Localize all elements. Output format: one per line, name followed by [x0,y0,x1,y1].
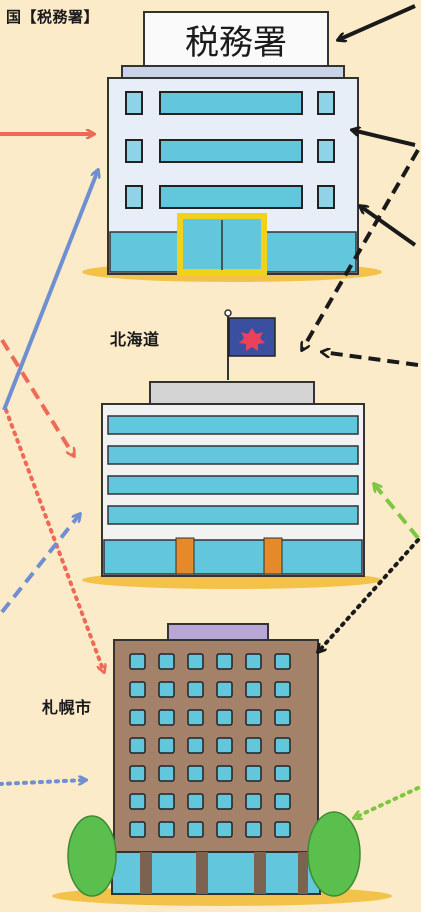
brick-window [187,793,204,810]
hokkaido-label: 北海道 [110,330,160,349]
tree-left [67,815,117,897]
brick-window [158,765,175,782]
brick-window [158,653,175,670]
sapporo-office-windows [129,653,291,838]
brick-window [129,821,146,838]
brick-window [129,653,146,670]
brick-window [216,681,233,698]
brick-window [187,709,204,726]
brick-window [216,821,233,838]
brick-window [216,793,233,810]
green-dashed-arrow [374,484,420,540]
brick-window [158,821,175,838]
brick-window [129,793,146,810]
sapporo-city-label: 札幌市 [42,698,92,717]
black-dotted-arrow [318,538,420,652]
brick-window [274,653,291,670]
brick-window [187,681,204,698]
brick-window [274,765,291,782]
black-solid-arrow [338,4,416,40]
brick-window [245,765,262,782]
brick-window [245,737,262,754]
brick-window [158,709,175,726]
brick-window [245,653,262,670]
brick-window [216,737,233,754]
brick-window [187,821,204,838]
brick-window [216,765,233,782]
red-dashed-arrow [0,338,74,456]
national-tax-office-label: 国【税務署】 [6,8,100,26]
brick-window [187,765,204,782]
brick-window [245,709,262,726]
tax-office-sign: 税務署 [185,23,287,63]
blue-dotted-arrow [0,780,86,786]
tax-office-building: 税務署 [82,11,382,282]
brick-window [129,765,146,782]
black-dashed-arrow [322,352,419,367]
red-dotted-arrow [4,408,104,672]
brick-window [158,737,175,754]
sapporo-office-building [52,623,392,906]
blue-solid-arrow [2,170,98,411]
black-solid-arrow [352,130,416,147]
hokkaido-office-building [82,309,382,589]
brick-window [187,737,204,754]
brick-window [274,793,291,810]
brick-window [216,709,233,726]
brick-window [274,681,291,698]
green-dotted-arrow [354,786,420,818]
brick-window [129,709,146,726]
brick-window [158,681,175,698]
brick-window [245,821,262,838]
brick-window [129,681,146,698]
arrows [0,4,420,818]
brick-window [158,793,175,810]
brick-window [245,681,262,698]
black-dashed-arrow [302,148,420,350]
brick-window [274,709,291,726]
brick-window [245,793,262,810]
tree-right [307,811,361,897]
brick-window [187,653,204,670]
brick-window [274,737,291,754]
brick-window [129,737,146,754]
brick-window [274,821,291,838]
blue-dashed-arrow [0,514,80,614]
brick-window [216,653,233,670]
black-solid-arrow [360,206,417,247]
